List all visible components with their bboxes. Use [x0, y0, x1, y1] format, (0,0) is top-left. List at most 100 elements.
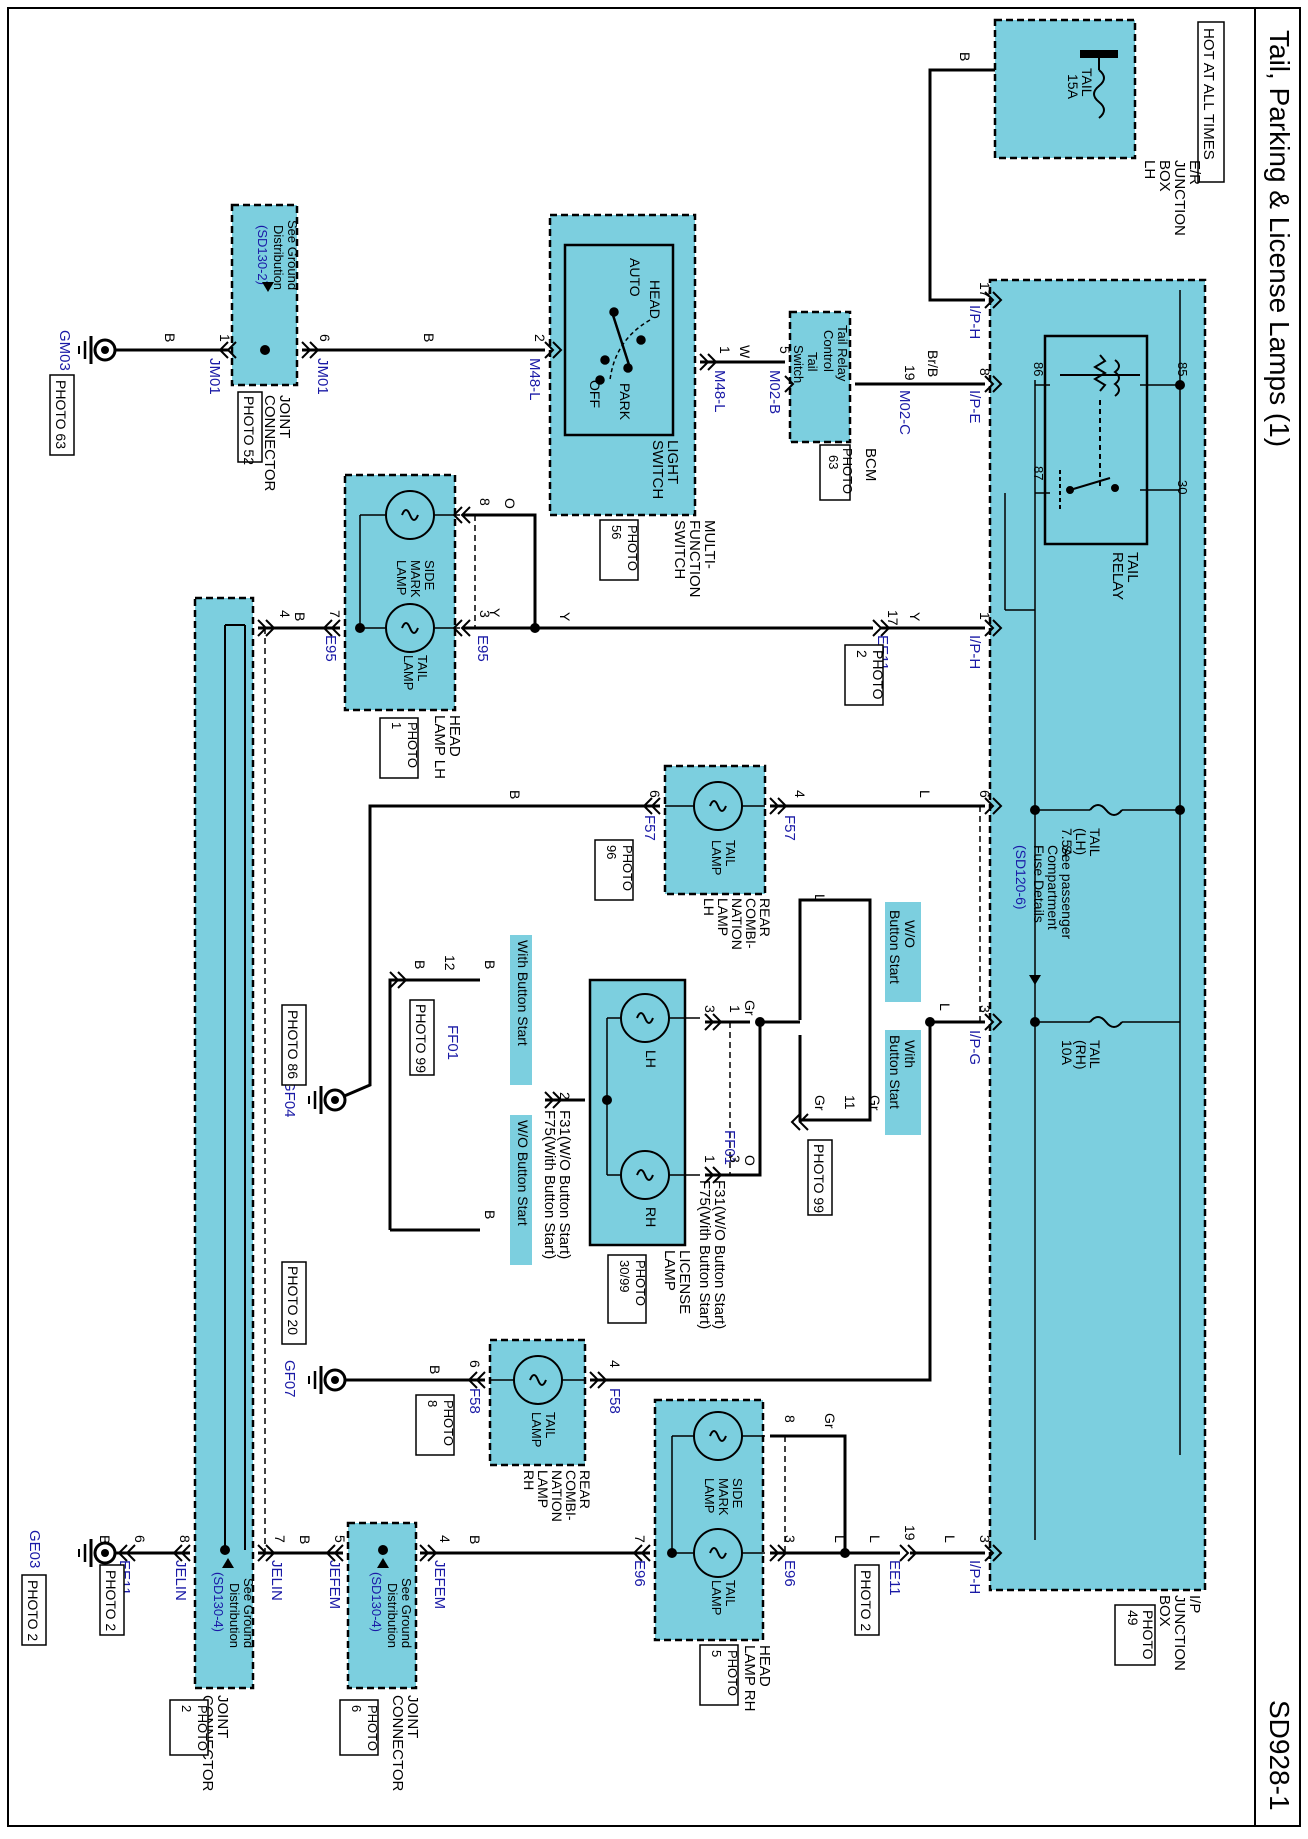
tail-relay [1043, 334, 1149, 546]
svg-text:B: B [957, 52, 973, 61]
ip-h-label-1: I/P-H [966, 305, 983, 339]
svg-text:B: B [427, 1365, 443, 1374]
svg-text:(SD130-2): (SD130-2) [255, 225, 270, 285]
svg-text:HEAD: HEAD [647, 280, 663, 319]
e96-label-1: E96 [781, 1560, 798, 1587]
mfs-label: MULTI- FUNCTION SWITCH LIGHT SWITCH [649, 440, 718, 598]
svg-text:Y: Y [907, 612, 923, 622]
svg-text:6: 6 [467, 1360, 483, 1368]
jefem-label-1: JEFEM [431, 1560, 448, 1609]
gm03-label: GM03 [56, 330, 73, 371]
ge03-label: GE03 [26, 1530, 43, 1568]
svg-text:6: 6 [647, 790, 663, 798]
e95-label-2: E95 [322, 635, 339, 662]
m02-c-label: M02-C [896, 390, 913, 435]
f75-label-top: F75(With Button Start) [696, 1180, 713, 1329]
svg-text:4: 4 [437, 1535, 453, 1543]
rear-combi-lh-label: REAR COMBI- NATION LAMP LH [701, 898, 773, 950]
jm01-joint-connector-box [230, 203, 299, 387]
svg-text:3: 3 [727, 1155, 743, 1163]
relay-switch-icon [1059, 470, 1119, 510]
svg-text:1: 1 [217, 334, 233, 342]
jm01-label-1: JM01 [314, 358, 331, 395]
svg-text:See passenger: See passenger [1059, 845, 1075, 940]
svg-text:HEAD: HEAD [756, 1645, 773, 1687]
svg-text:3: 3 [977, 1535, 993, 1543]
svg-text:11: 11 [842, 1095, 858, 1110]
svg-text:B: B [162, 333, 178, 342]
svg-text:RH: RH [521, 1470, 537, 1490]
license-lamp-lh: LH [620, 993, 670, 1068]
svg-text:E/R: E/R [1186, 160, 1203, 185]
svg-text:7.5A: 7.5A [1059, 828, 1075, 857]
svg-text:B: B [482, 1210, 498, 1219]
ground-gf04-icon [307, 1084, 347, 1116]
svg-text:(LH): (LH) [1073, 828, 1089, 855]
jm01-see-ground: See Ground Distribution (SD130-2) [255, 220, 300, 290]
svg-text:6: 6 [132, 1535, 148, 1543]
f57-label-2: F57 [641, 815, 658, 841]
svg-text:4: 4 [792, 790, 808, 798]
svg-text:B: B [97, 1535, 113, 1544]
svg-text:PARK: PARK [617, 383, 633, 421]
svg-text:PHOTO: PHOTO [365, 1705, 380, 1751]
svg-text:Tail Relay: Tail Relay [835, 325, 850, 382]
svg-text:3: 3 [782, 1535, 798, 1543]
svg-text:LAMP: LAMP [535, 1470, 551, 1508]
svg-text:PHOTO 99: PHOTO 99 [811, 1144, 827, 1213]
svg-text:Button Start: Button Start [887, 910, 903, 984]
ip-box-label: I/P JUNCTION BOX [1156, 1595, 1203, 1671]
svg-text:PHOTO 2: PHOTO 2 [103, 1570, 119, 1631]
svg-text:PHOTO: PHOTO [1140, 1610, 1156, 1660]
svg-text:Gr: Gr [742, 1000, 758, 1016]
svg-text:LAMP: LAMP [394, 560, 409, 595]
svg-text:JOINT: JOINT [214, 1695, 231, 1738]
ip-h-label-3: I/P-H [966, 1560, 983, 1594]
tail-15a-fuse-icon [1093, 69, 1105, 119]
svg-text:AUTO: AUTO [627, 258, 643, 297]
svg-text:O: O [502, 498, 518, 509]
svg-text:JOINT: JOINT [404, 1695, 421, 1738]
svg-text:7: 7 [632, 1535, 648, 1543]
jm01-label-2: JM01 [206, 358, 223, 395]
tail-lh-fuse-icon [1089, 804, 1123, 816]
svg-text:2: 2 [532, 334, 548, 342]
svg-text:PHOTO 86: PHOTO 86 [285, 1010, 301, 1079]
svg-text:PHOTO 20: PHOTO 20 [285, 1266, 301, 1335]
svg-text:L: L [812, 894, 828, 902]
hot-at-all-times-label-box [1197, 21, 1225, 183]
svg-text:LAMP: LAMP [702, 1478, 717, 1513]
svg-text:COMBI-: COMBI- [743, 898, 759, 949]
relay-coil-icon [1060, 354, 1140, 490]
svg-text:NATION: NATION [549, 1470, 565, 1522]
svg-text:L: L [917, 790, 933, 798]
ip-h-label-2: I/P-H [966, 635, 983, 669]
bcm-inner-labels: Tail Relay Control Tail Switch [791, 325, 850, 383]
svg-text:3: 3 [977, 1005, 993, 1013]
tail-lamp-rear-rh: TAIL LAMP [513, 1355, 563, 1447]
jefem-see-ground: See Ground Distribution (SD130-4) [369, 1572, 414, 1648]
svg-text:8: 8 [425, 1400, 440, 1407]
svg-text:LAMP: LAMP [401, 655, 416, 690]
wire-color-labels: B Br/B W B B O Y Y Y B L B L L Gr Gr Gr … [97, 52, 973, 1544]
svg-text:8: 8 [782, 1415, 798, 1423]
svg-text:(SD120-6): (SD120-6) [1013, 845, 1029, 910]
svg-text:B: B [421, 333, 437, 342]
svg-text:TAIL: TAIL [723, 840, 738, 867]
svg-text:15A: 15A [1065, 74, 1081, 100]
svg-text:Control: Control [821, 330, 836, 372]
tail-lamp-rear-lh: TAIL LAMP [693, 781, 743, 875]
svg-text:BOX: BOX [1156, 1595, 1173, 1627]
svg-text:Br/B: Br/B [925, 350, 941, 377]
ip-g-label: I/P-G [966, 1030, 983, 1065]
with-button-start-tag [885, 1030, 921, 1135]
svg-text:JOINT: JOINT [276, 395, 293, 438]
wo-button-start-tag [885, 902, 921, 1002]
svg-text:B: B [507, 790, 523, 799]
page-code: SD928-1 [1264, 1700, 1295, 1811]
svg-text:(RH): (RH) [1073, 1040, 1089, 1070]
svg-text:5: 5 [332, 1535, 348, 1543]
svg-text:PHOTO: PHOTO [441, 1400, 456, 1446]
svg-text:W/O: W/O [902, 920, 918, 948]
e95-label-1: E95 [474, 635, 491, 662]
